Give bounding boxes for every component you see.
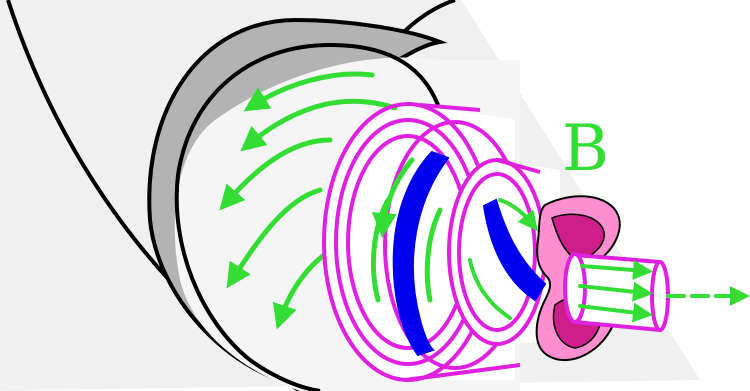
small-tube-end	[652, 262, 668, 330]
field-label-b: B	[562, 112, 609, 186]
